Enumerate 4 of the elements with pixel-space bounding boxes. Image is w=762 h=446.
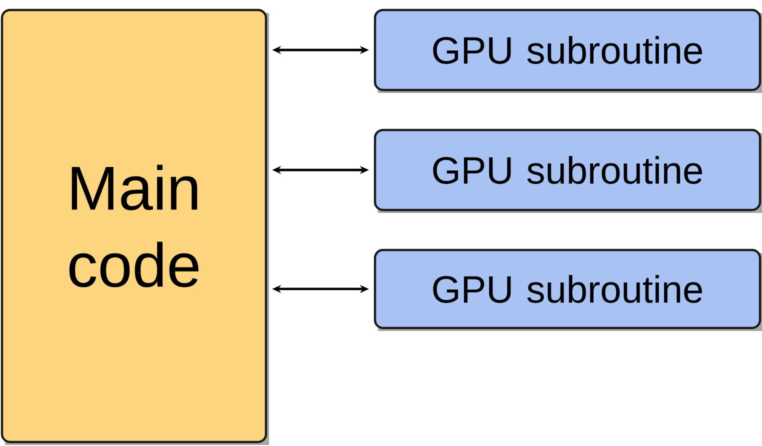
subroutine-box: GPU subroutine: [374, 128, 762, 213]
subroutine-box: GPU subroutine: [374, 8, 762, 93]
code-box: Main code: [0, 8, 269, 445]
subroutine-box: GPU subroutine: [374, 248, 762, 331]
